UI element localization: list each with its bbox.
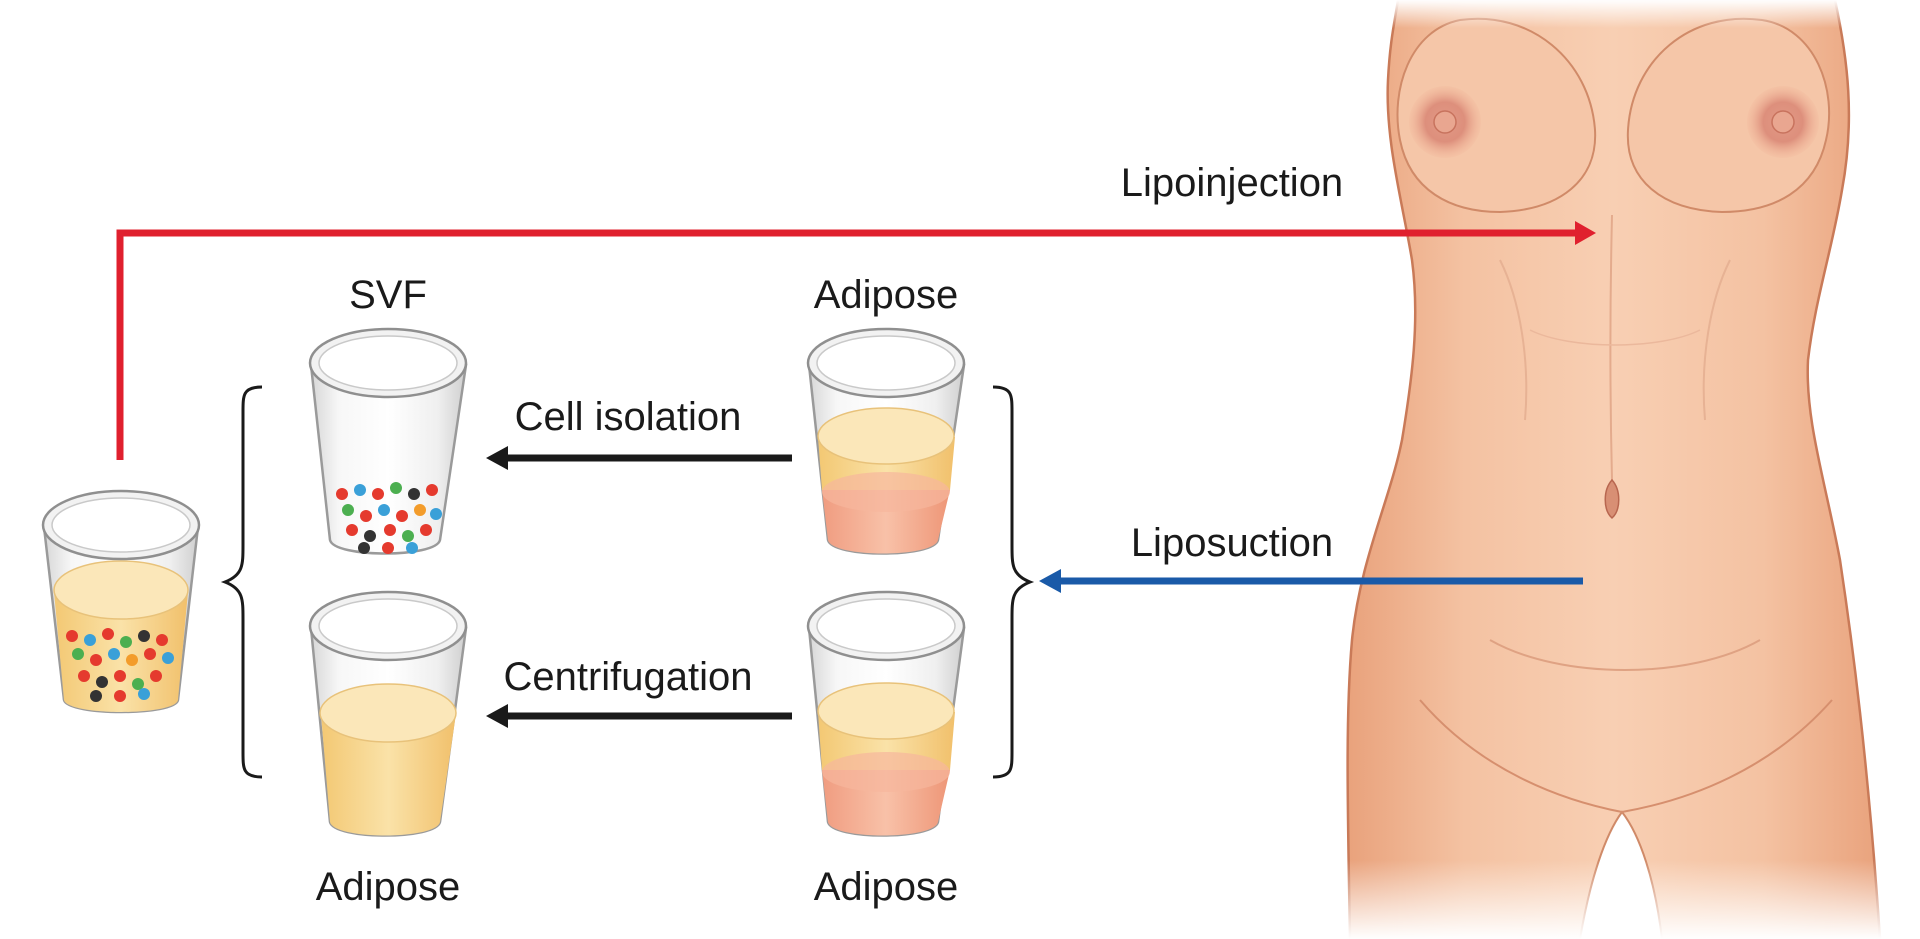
svf-label: SVF <box>349 273 427 317</box>
centrifuged-adipose-cup <box>308 590 468 837</box>
cells-cluster <box>66 628 174 702</box>
left-brace <box>220 385 263 779</box>
lipoinjection-label: Lipoinjection <box>1121 161 1343 205</box>
adipose-label-bottom-right: Adipose <box>814 865 959 909</box>
combined-graft-cup <box>41 489 201 714</box>
liposuction-arrowhead <box>1039 569 1061 593</box>
raw-adipose-cup-top <box>806 327 966 555</box>
svf-cup <box>308 327 468 555</box>
centrifugation-label: Centrifugation <box>503 655 752 699</box>
right-brace <box>992 385 1035 779</box>
cell-isolation-label: Cell isolation <box>515 395 742 439</box>
liposuction-label: Liposuction <box>1131 521 1333 565</box>
raw-adipose-cup-bottom <box>806 590 966 837</box>
female-torso-illustration <box>1330 0 1900 939</box>
adipose-label-top-right: Adipose <box>814 273 959 317</box>
adipose-label-bottom-left: Adipose <box>316 865 461 909</box>
lipoinjection-arrow <box>116 229 1578 460</box>
cell-isolation-arrowhead <box>486 446 508 470</box>
centrifugation-arrowhead <box>486 704 508 728</box>
lipoinjection-arrowhead <box>1575 221 1596 245</box>
svf-cells <box>336 482 442 554</box>
